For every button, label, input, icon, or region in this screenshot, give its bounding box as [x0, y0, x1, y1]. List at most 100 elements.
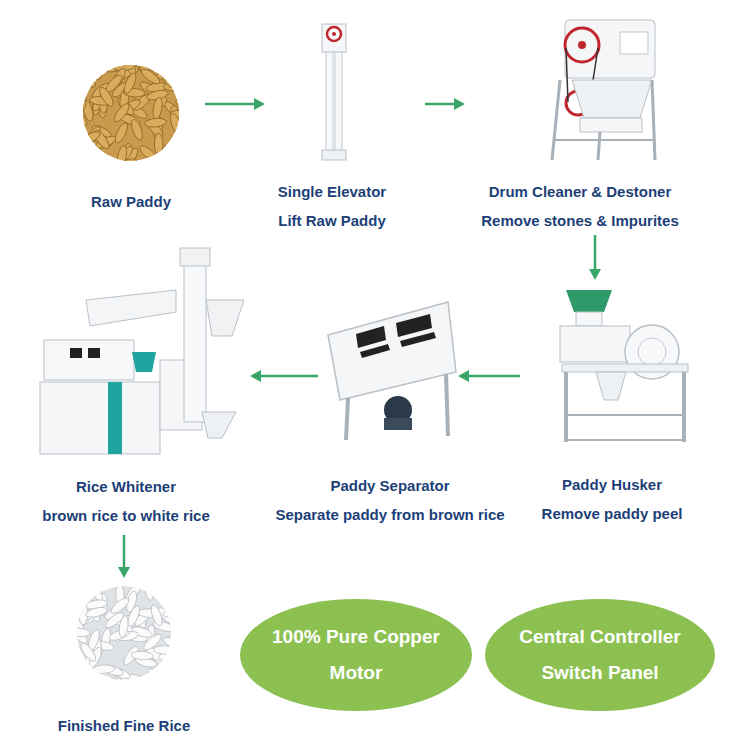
drum-cleaner-machine: [565, 28, 599, 62]
husker-machine: [596, 372, 626, 400]
finished-rice-photo: [68, 625, 90, 646]
husker-machine: [566, 290, 612, 312]
husker-machine: [566, 439, 684, 441]
raw-paddy-photo: [86, 147, 102, 171]
arrow-line: [425, 103, 456, 106]
arrow-head: [250, 370, 261, 382]
separator-machine: [328, 302, 456, 440]
finished-rice-photo: [87, 580, 106, 603]
flow-arrow: [425, 98, 465, 110]
stage-node: Paddy HuskerRemove paddy peel: [520, 280, 700, 530]
husker-machine: [566, 414, 684, 416]
stage-title: Single Elevator: [278, 182, 386, 202]
finished-rice-photo: [103, 610, 126, 630]
raw-paddy-photo: [81, 65, 91, 87]
elevator-machine: [322, 24, 346, 52]
husker-machine: [682, 372, 686, 442]
arrow-line: [123, 535, 126, 569]
raw-paddy-photo: [79, 49, 90, 72]
flow-arrow: [118, 535, 130, 578]
separator-machine: [346, 398, 348, 440]
separator-machine: [446, 374, 448, 436]
finished-rice-photo: [71, 595, 80, 617]
raw-paddy-photo: [76, 87, 87, 110]
whitener-machine: [132, 352, 156, 372]
stage-node: Drum Cleaner & DestonerRemove stones & I…: [465, 12, 695, 235]
whitener-machine: [88, 348, 100, 358]
whitener-machine: [40, 248, 244, 454]
oval-shape: [484, 598, 716, 712]
stage-title: Raw Paddy: [91, 192, 171, 212]
drum-cleaner-machine: [566, 48, 568, 102]
finished-rice-photo: [126, 604, 142, 628]
finished-rice-photo: [61, 674, 77, 698]
whitener-machine: [70, 348, 82, 358]
oval-fill: [485, 599, 715, 711]
finished-rice-photo: [94, 566, 106, 589]
raw-paddy-photo: [113, 121, 130, 144]
stage-title: Drum Cleaner & Destoner: [489, 182, 672, 202]
raw-paddy-photo: [173, 135, 187, 158]
raw-paddy-photo: [78, 129, 101, 146]
elevator-machine: [335, 52, 342, 158]
feature-label: Central Controller Switch Panel: [504, 619, 696, 691]
stage-title: Paddy Husker: [562, 475, 662, 495]
raw-paddy-photo: [70, 86, 84, 109]
finished-rice-photo: [87, 572, 104, 595]
finished-rice-photo: [162, 604, 186, 620]
raw-paddy-photo: [166, 151, 182, 175]
stage-node: Rice Whitenerbrown rice to white rice: [15, 245, 250, 535]
raw-paddy-photo: [74, 73, 98, 90]
finished-rice-photo: [143, 578, 154, 601]
flow-arrow: [250, 370, 318, 382]
whitener-machine: [202, 412, 236, 438]
drum-cleaner-machine: [552, 20, 655, 160]
finished-rice-photo: [58, 566, 190, 697]
flow-arrow: [589, 235, 601, 280]
husker-machine: [564, 372, 568, 442]
finished-rice-photo: [154, 646, 176, 655]
oval-fill: [240, 599, 472, 711]
separator-machine: [328, 302, 456, 400]
stage-description: Separate paddy from brown rice: [275, 505, 504, 525]
drum-cleaner-machine: [565, 20, 655, 78]
raw-paddy-photo: [101, 55, 124, 67]
elevator-machine: [332, 32, 336, 36]
raw-paddy-photo: [168, 58, 182, 81]
raw-paddy-photo: [78, 143, 92, 166]
stage-description: brown rice to white rice: [42, 506, 210, 526]
raw-paddy-photo: [112, 101, 132, 124]
whitener-machine: [206, 300, 244, 336]
separator-machine: [360, 344, 390, 358]
drum-cleaner-machine: [572, 80, 652, 118]
stage-node: Single ElevatorLift Raw Paddy: [265, 18, 425, 235]
finished-rice-photo: [141, 632, 163, 653]
raw-paddy-photo: [168, 112, 183, 136]
raw-paddy-photo: [122, 72, 138, 96]
raw-paddy-photo: [144, 117, 167, 128]
finished-rice-photo: [73, 569, 94, 591]
raw-paddy-photo: [139, 67, 162, 87]
oval-shape: [239, 598, 473, 712]
finished-rice-photo: [61, 587, 81, 610]
whitener-machine: [44, 340, 134, 380]
stage-node: Paddy SeparatorSeparate paddy from brown…: [318, 295, 458, 455]
husker-machine: [562, 364, 688, 372]
husker-machine: [560, 290, 688, 442]
finished-rice-photo: [168, 575, 191, 585]
stage-description: Remove stones & Impurites: [481, 211, 679, 231]
raw-paddy-photo: [129, 118, 144, 142]
flow-arrow: [458, 370, 520, 382]
separator-machine: [396, 314, 432, 337]
arrow-head: [254, 98, 265, 110]
finished-rice-photo: [76, 569, 99, 587]
raw-paddy-photo: [171, 152, 194, 169]
stage-title: Finished Fine Rice: [58, 716, 191, 736]
raw-paddy-photo: [70, 156, 93, 166]
arrow-head: [458, 370, 469, 382]
finished-rice-photo: [85, 606, 108, 619]
raw-paddy-photo: [80, 145, 98, 168]
whitener-machine: [108, 382, 122, 454]
arrow-head: [589, 269, 601, 280]
